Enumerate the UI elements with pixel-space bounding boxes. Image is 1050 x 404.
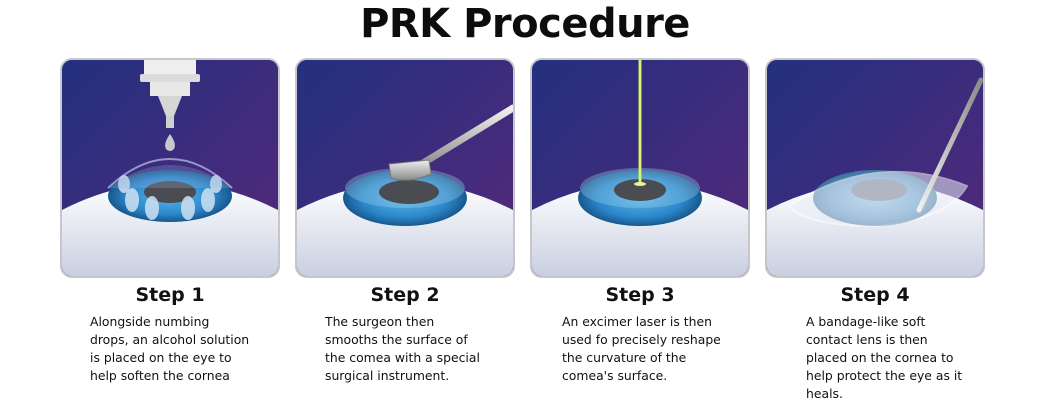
laser-icon xyxy=(532,60,748,276)
step-2-description: The surgeon then smooths the surface of … xyxy=(325,314,480,383)
step-4-illustration xyxy=(765,58,985,278)
step-1-description: Alongside numbing drops, an alcohol solu… xyxy=(90,314,250,383)
step-4-title: Step 4 xyxy=(840,284,910,306)
step-4-description: A bandage-like soft contact lens is then… xyxy=(806,314,963,401)
page-title: PRK Procedure xyxy=(360,1,690,47)
step-2-title: Step 2 xyxy=(370,284,440,306)
contact-lens-icon xyxy=(767,60,983,276)
step-1-illustration xyxy=(60,58,280,278)
step-3-illustration xyxy=(530,58,750,278)
step-3-title: Step 3 xyxy=(605,284,675,306)
spatula-icon xyxy=(297,60,513,276)
step-1-title: Step 1 xyxy=(135,284,205,306)
step-2-illustration xyxy=(295,58,515,278)
dropper-icon xyxy=(62,60,278,276)
step-3-description: An excimer laser is then used fo precise… xyxy=(562,314,721,383)
